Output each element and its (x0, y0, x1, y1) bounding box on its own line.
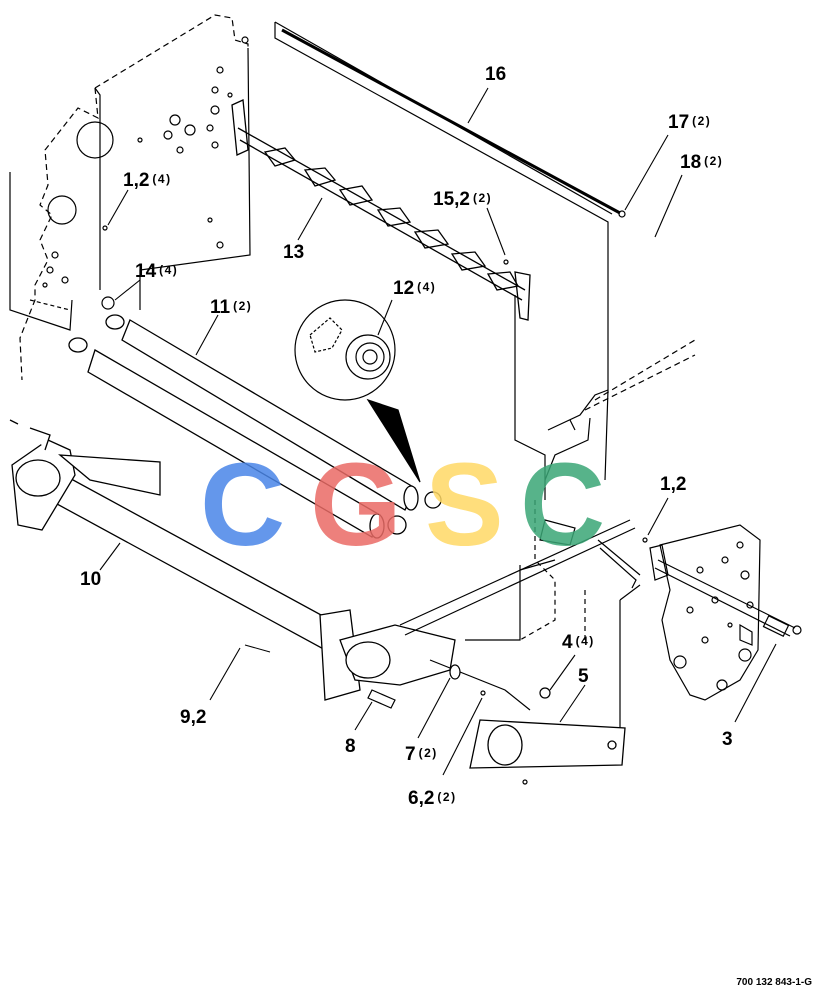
callout-number: 6,2 (408, 788, 434, 809)
right-drive-plate (659, 524, 761, 701)
callout-number: 8 (345, 736, 356, 757)
callout-number: 17 (668, 112, 689, 133)
callout-quantity: (4) (576, 634, 595, 648)
watermark-letter: C (200, 439, 285, 571)
figure-reference: 700 132 843-1-G (736, 977, 812, 988)
callout-number: 3 (722, 729, 733, 750)
callout-3: 3 (722, 729, 733, 750)
callout-number: 15,2 (433, 189, 470, 210)
rollers-11 (68, 314, 442, 539)
callout-quantity: (4) (152, 172, 171, 186)
callout-number: 10 (80, 569, 101, 590)
callout-number: 11 (210, 297, 231, 318)
watermark-letter: S (425, 439, 504, 571)
callout-7: 7(2) (405, 744, 438, 765)
left-side-panel (9, 14, 251, 381)
callout-number: 18 (680, 152, 701, 173)
callout-18: 18(2) (680, 152, 723, 173)
callout-labels: 16 17(2) 18(2) 1,2(4) 15,2(2) 13 14(4) 1… (80, 64, 733, 809)
arm-5 (469, 719, 626, 769)
callout-6-2: 6,2(2) (408, 788, 457, 809)
callout-17: 17(2) (668, 112, 711, 133)
callout-8: 8 (345, 736, 356, 757)
watermark-letter: C (520, 439, 605, 571)
callout-number: 12 (393, 278, 414, 299)
callout-quantity: (2) (233, 299, 252, 313)
callout-quantity: (2) (692, 114, 711, 128)
callout-number: 14 (135, 261, 157, 282)
callout-5: 5 (578, 666, 589, 687)
callout-quantity: (2) (704, 154, 723, 168)
shaft-10 (9, 419, 456, 701)
rear-sheet (274, 21, 613, 500)
callout-9-2: 9,2 (180, 707, 206, 728)
callout-number: 1,2 (123, 170, 149, 191)
callout-number: 1,2 (660, 474, 686, 495)
callout-1-2-right: 1,2 (660, 474, 686, 495)
bearing-12-detail (294, 299, 421, 483)
callout-15-2: 15,2(2) (433, 189, 492, 210)
callout-10: 10 (80, 569, 101, 590)
leader-lines (99, 87, 777, 776)
callout-number: 4 (562, 632, 573, 653)
shaft-3 (649, 544, 802, 638)
callout-11: 11(2) (210, 297, 252, 318)
watermark: C G S C (200, 439, 605, 571)
callout-number: 7 (405, 744, 416, 765)
callout-quantity: (2) (437, 790, 456, 804)
linkage (399, 519, 641, 711)
callout-16: 16 (485, 64, 506, 85)
callout-13: 13 (283, 242, 304, 263)
callout-14: 14(4) (135, 261, 178, 282)
paddle-roll-13 (231, 99, 531, 321)
callout-quantity: (4) (159, 263, 178, 277)
callout-number: 5 (578, 666, 589, 687)
callout-number: 9,2 (180, 707, 206, 728)
callout-1-2-upper: 1,2(4) (123, 170, 172, 191)
callout-number: 16 (485, 64, 506, 85)
small-hardware (101, 225, 648, 785)
callout-quantity: (2) (419, 746, 438, 760)
watermark-letter: G (310, 439, 402, 571)
callout-quantity: (4) (417, 280, 436, 294)
callout-4: 4(4) (562, 632, 595, 653)
callout-12: 12(4) (393, 278, 436, 299)
rod-16 (281, 28, 626, 218)
callout-number: 13 (283, 242, 304, 263)
callout-quantity: (2) (473, 191, 492, 205)
